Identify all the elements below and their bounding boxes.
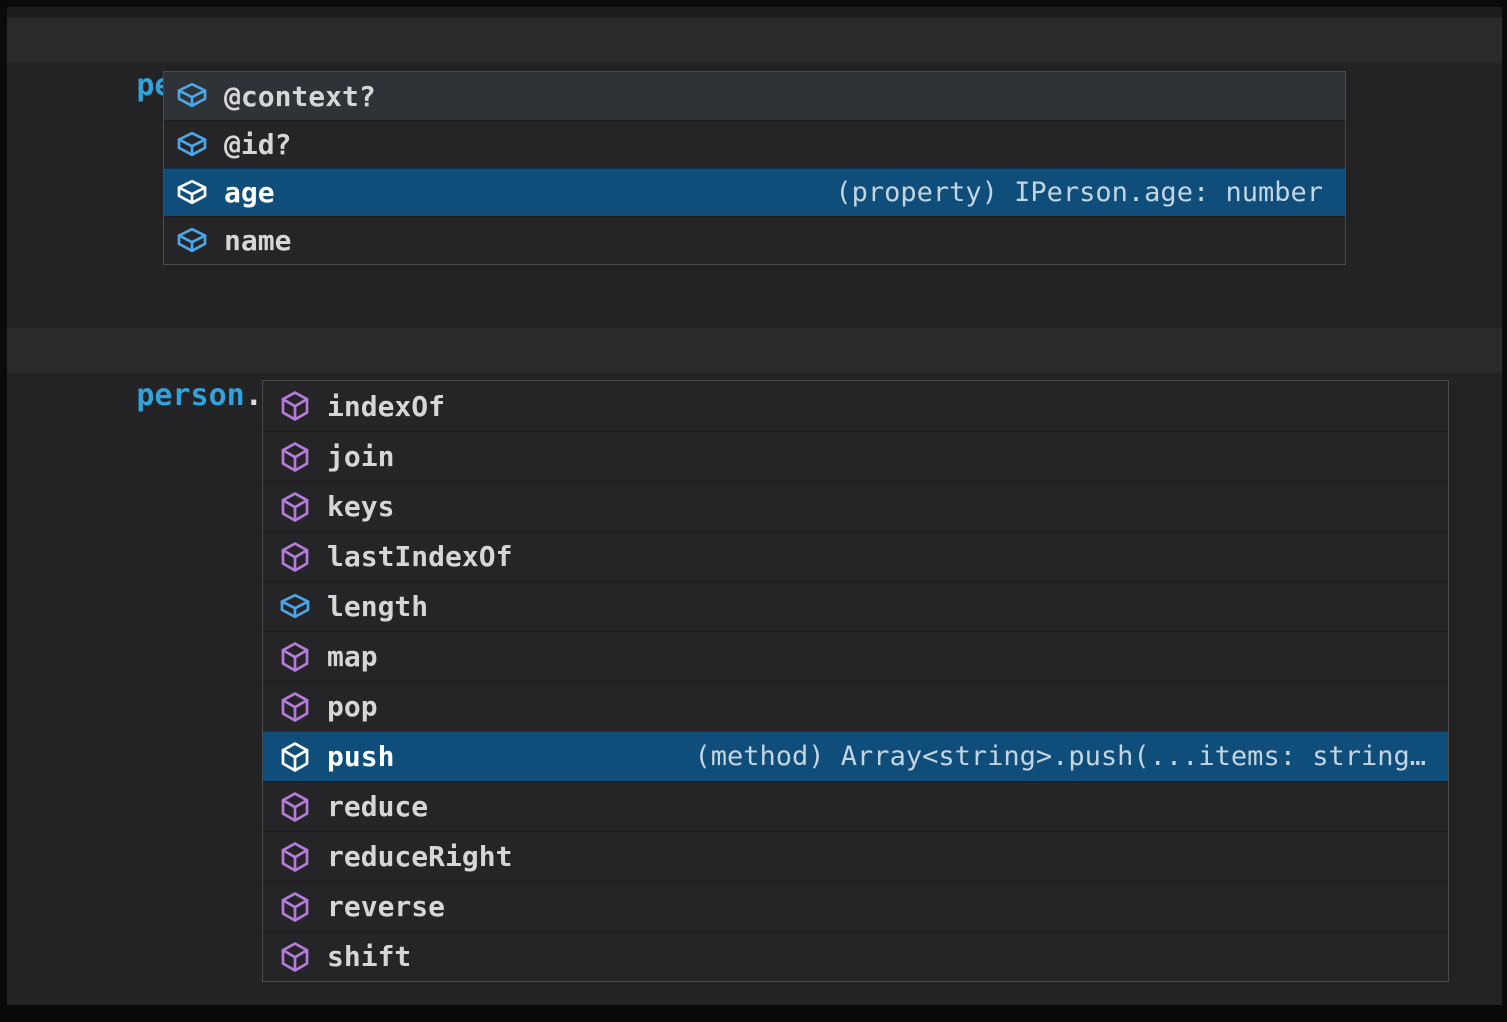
suggestion-label: reduceRight	[327, 840, 513, 873]
suggestion-item-reduceright[interactable]: reduceRight	[263, 831, 1448, 881]
suggestion-item-reverse[interactable]: reverse	[263, 881, 1448, 931]
suggestion-item-indexof[interactable]: indexOf	[263, 381, 1448, 431]
symbol-method-icon	[281, 541, 309, 572]
suggestion-label: shift	[327, 940, 412, 973]
symbol-method-icon	[281, 741, 309, 772]
symbol-method-icon	[281, 441, 309, 472]
line-highlight-1	[7, 18, 1502, 63]
token-variable-person: person	[136, 378, 245, 413]
symbol-method-icon	[281, 891, 309, 922]
suggestion-detail: (method) Array<string>.push(...items: st…	[694, 741, 1427, 772]
suggestion-label: join	[327, 440, 395, 473]
line-highlight-2	[7, 328, 1502, 373]
suggestion-label: map	[327, 640, 378, 673]
symbol-method-icon	[281, 641, 309, 672]
suggestion-item-join[interactable]: join	[263, 431, 1448, 481]
code-line-2[interactable]: person.name.;	[28, 328, 371, 420]
symbol-method-icon	[281, 841, 309, 872]
suggestion-item-shift[interactable]: shift	[263, 931, 1448, 981]
symbol-field-icon	[177, 131, 207, 156]
suggestion-label: push	[327, 740, 395, 773]
suggest-widget-person-name: indexOf join keys lastIndexOf length map pop pu…	[262, 380, 1449, 982]
suggestion-item-pop[interactable]: pop	[263, 681, 1448, 731]
suggestion-label: pop	[327, 690, 378, 723]
suggestion-label: length	[327, 590, 429, 623]
suggestion-item-name[interactable]: name	[164, 216, 1345, 264]
symbol-field-icon	[280, 593, 310, 618]
symbol-method-icon	[281, 791, 309, 822]
symbol-field-icon	[177, 227, 207, 252]
suggestion-label: @context?	[224, 79, 376, 113]
suggestion-label: indexOf	[327, 389, 446, 423]
suggestion-item-context[interactable]: @context?	[164, 72, 1345, 120]
symbol-method-icon	[281, 391, 309, 421]
suggestion-item-keys[interactable]: keys	[263, 481, 1448, 531]
suggestion-label: lastIndexOf	[327, 540, 513, 573]
suggestion-item-length[interactable]: length	[263, 581, 1448, 631]
editor-top-strip	[7, 7, 1502, 17]
suggestion-item-push[interactable]: push (method) Array<string>.push(...items…	[263, 731, 1448, 781]
symbol-method-icon	[281, 691, 309, 722]
symbol-field-icon	[177, 179, 207, 204]
symbol-field-icon	[177, 82, 207, 108]
suggestion-item-id[interactable]: @id?	[164, 120, 1345, 168]
suggestion-item-age[interactable]: age (property) IPerson.age: number	[164, 168, 1345, 216]
suggestion-label: reverse	[327, 890, 446, 923]
suggestion-label: keys	[327, 490, 395, 523]
suggestion-item-lastindexof[interactable]: lastIndexOf	[263, 531, 1448, 581]
suggestion-detail: (property) IPerson.age: number	[835, 177, 1323, 208]
token-dot: .	[244, 378, 263, 413]
suggestion-item-reduce[interactable]: reduce	[263, 781, 1448, 831]
suggestion-label: @id?	[224, 128, 292, 161]
code-editor: person.; person.name.; @context? @id? age (…	[7, 7, 1502, 1005]
suggest-widget-person: @context? @id? age (property) IPerson.age: …	[163, 71, 1346, 265]
suggestion-label: name	[224, 224, 292, 257]
suggestion-item-map[interactable]: map	[263, 631, 1448, 681]
code-line-1[interactable]: person.;	[28, 18, 281, 110]
suggestion-label: age	[224, 176, 275, 209]
symbol-method-icon	[281, 491, 309, 522]
suggestion-label: reduce	[327, 790, 429, 823]
symbol-method-icon	[281, 941, 309, 972]
